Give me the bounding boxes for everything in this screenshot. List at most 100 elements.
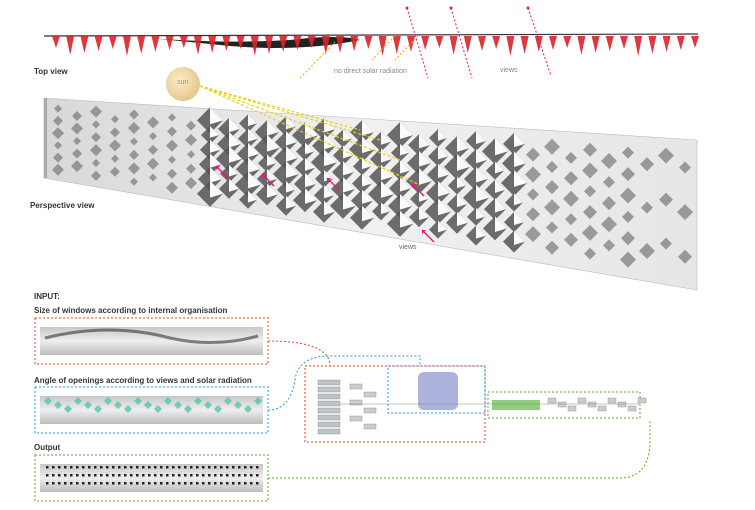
output-dot — [142, 474, 145, 477]
output-dot — [46, 482, 49, 485]
output-dot — [142, 466, 145, 469]
facade-opening — [677, 204, 693, 221]
facade-opening — [583, 142, 597, 157]
facade-opening — [72, 110, 82, 121]
green-connector — [268, 420, 651, 479]
fin — [222, 36, 231, 51]
opening-reveal — [476, 207, 485, 220]
output-dot — [166, 474, 169, 477]
output-dot — [232, 482, 235, 485]
facade-opening — [563, 190, 579, 207]
output-dot — [76, 466, 79, 469]
output-dot — [178, 474, 181, 477]
output-dot — [190, 482, 193, 485]
facade-opening — [544, 199, 560, 216]
facade-opening — [641, 201, 653, 214]
fin — [80, 36, 89, 53]
opening-reveal — [229, 117, 240, 133]
output-dot — [214, 474, 217, 477]
output-dot — [220, 482, 223, 485]
facade-opening — [582, 162, 598, 179]
output-dot — [202, 474, 205, 477]
angle-marker — [224, 397, 232, 405]
input-heading: INPUT: — [34, 292, 60, 301]
opening-reveal — [305, 188, 317, 204]
output-dot — [64, 482, 67, 485]
fin — [123, 36, 131, 56]
opening-reveal — [514, 132, 525, 148]
facade-opening — [53, 152, 63, 163]
angle-marker — [154, 405, 162, 413]
output-dot — [160, 482, 163, 485]
output-dot — [250, 482, 253, 485]
output-dot — [238, 466, 241, 469]
facade-opening — [601, 216, 617, 233]
output-dot — [112, 466, 115, 469]
facade-opening — [527, 188, 539, 201]
opening-reveal — [400, 210, 413, 228]
facade-opening — [111, 154, 119, 163]
opening-reveal — [476, 130, 486, 144]
facade-opening — [185, 177, 197, 190]
output-dot — [148, 474, 151, 477]
output-dot — [154, 474, 157, 477]
opening-reveal — [381, 180, 394, 198]
fin — [676, 36, 685, 50]
fin — [94, 36, 103, 51]
facade-opening — [601, 153, 617, 170]
angle-marker — [184, 405, 192, 413]
size-map-band — [44, 328, 259, 344]
script-node — [637, 397, 647, 404]
facade-opening — [130, 177, 138, 186]
output-dot — [70, 474, 73, 477]
fin — [66, 36, 75, 55]
opening-reveal — [476, 225, 486, 239]
opening-reveal — [343, 145, 353, 159]
output-dot — [118, 482, 121, 485]
fin — [563, 36, 572, 48]
fin — [520, 36, 529, 54]
opening-reveal — [514, 169, 527, 187]
opening-reveal — [286, 195, 296, 209]
script-node — [317, 414, 341, 421]
facade-opening — [640, 157, 654, 172]
facade-opening — [110, 166, 120, 177]
facade-opening — [92, 158, 100, 167]
output-dot — [46, 474, 49, 477]
facade-opening — [622, 146, 634, 159]
output-dot — [166, 466, 169, 469]
output-dot — [250, 466, 253, 469]
facade-opening — [620, 187, 636, 204]
output-dot — [160, 474, 163, 477]
opening-reveal — [343, 176, 355, 193]
facade-opening — [582, 224, 598, 241]
output-dot — [190, 466, 193, 469]
opening-reveal — [514, 193, 523, 206]
angle-marker — [244, 405, 252, 413]
facade-opening — [639, 243, 655, 260]
facade-opening — [167, 168, 177, 179]
angle-of-openings-label: Angle of openings according to views and… — [34, 376, 252, 385]
facade-opening — [658, 147, 674, 164]
output-dot — [136, 474, 139, 477]
opening-reveal — [438, 220, 447, 233]
fin — [307, 36, 316, 48]
facade-opening — [185, 134, 197, 147]
facade-opening — [545, 180, 559, 195]
facade-opening — [168, 155, 176, 164]
facade-opening — [71, 122, 83, 135]
opening-reveal — [286, 131, 297, 146]
script-node — [317, 393, 341, 400]
script-node — [349, 383, 363, 390]
output-dot — [244, 466, 247, 469]
facade-opening — [168, 113, 176, 122]
output-dot — [130, 466, 133, 469]
fin — [293, 36, 302, 50]
facade-opening — [167, 126, 177, 137]
output-dot — [106, 474, 109, 477]
output-dot — [202, 466, 205, 469]
blue-connector — [267, 355, 421, 411]
opening-reveal — [362, 205, 374, 222]
fin — [194, 36, 202, 55]
view-arrow-head — [262, 174, 266, 178]
